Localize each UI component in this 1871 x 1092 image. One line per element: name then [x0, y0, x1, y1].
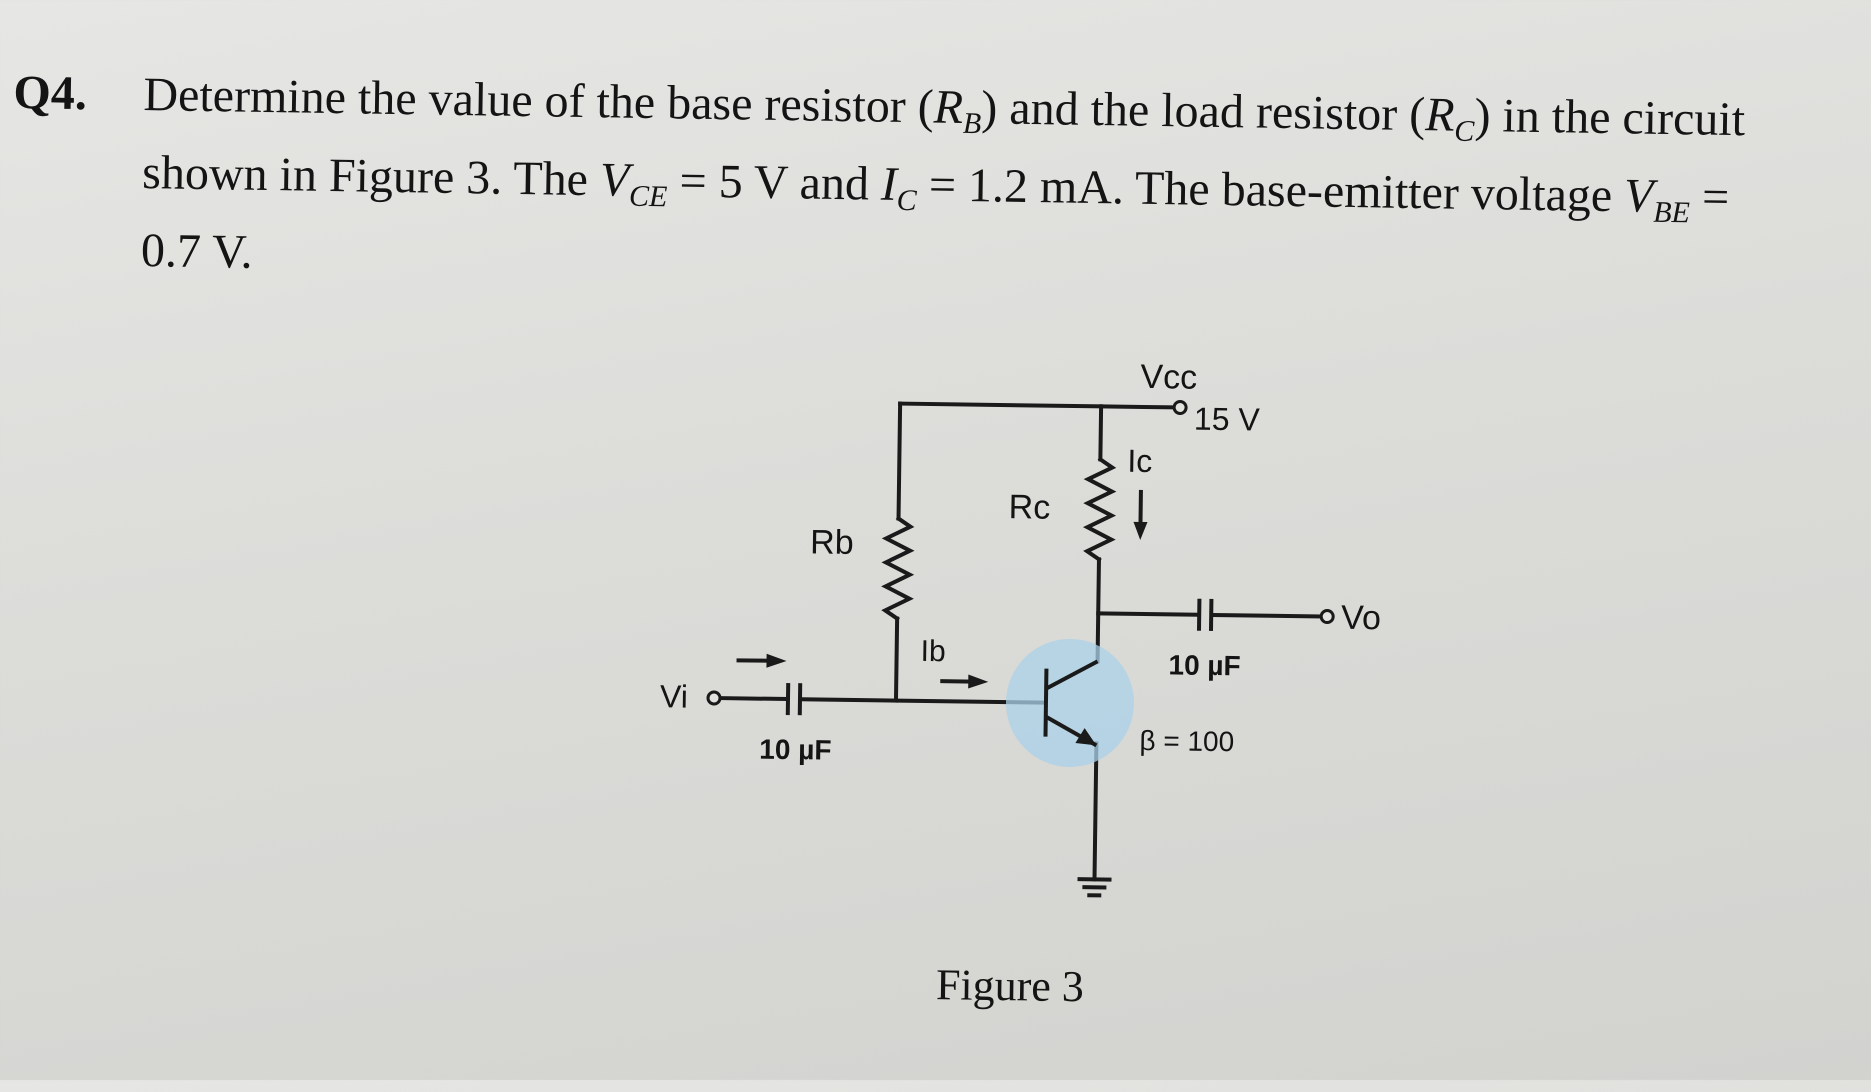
transistor-highlight [1005, 638, 1135, 768]
vi-arrow [736, 653, 786, 668]
rb-bottom-wire [896, 619, 897, 701]
vo-label: Vo [1341, 599, 1381, 638]
npn-transistor [1005, 638, 1135, 768]
vi-label: Vi [660, 678, 688, 714]
cin-label: 10 µF [759, 734, 832, 766]
vcc-terminal [1174, 401, 1186, 413]
cout-label: 10 µF [1168, 649, 1241, 681]
vo-terminal [1321, 610, 1333, 622]
rb-top-wire [899, 404, 901, 519]
base-bar [1045, 669, 1046, 737]
top-wire [900, 404, 1101, 407]
rc-top-wire [1100, 406, 1101, 459]
vcc-label: Vcc [1140, 358, 1197, 397]
input-wire [720, 698, 786, 699]
ground-symbol [1077, 879, 1111, 895]
ib-label: Ib [920, 635, 945, 668]
rb-label: Rb [810, 523, 854, 562]
rb-resistor [885, 518, 910, 618]
beta-label: β = 100 [1139, 725, 1234, 757]
output-wire-left [1098, 613, 1197, 614]
vi-terminal [708, 692, 720, 704]
output-wire-right [1213, 615, 1321, 617]
rc-resistor [1087, 459, 1112, 559]
emitter-wire [1095, 743, 1097, 879]
vcc-wire [1101, 406, 1174, 407]
figure-caption: Figure 3 [936, 960, 1085, 1011]
ic-label: Ic [1127, 443, 1152, 479]
vcc-value-label: 15 V [1194, 401, 1261, 438]
ib-arrow [940, 674, 988, 689]
ic-arrow [1133, 490, 1148, 540]
rc-label: Rc [1008, 488, 1050, 527]
